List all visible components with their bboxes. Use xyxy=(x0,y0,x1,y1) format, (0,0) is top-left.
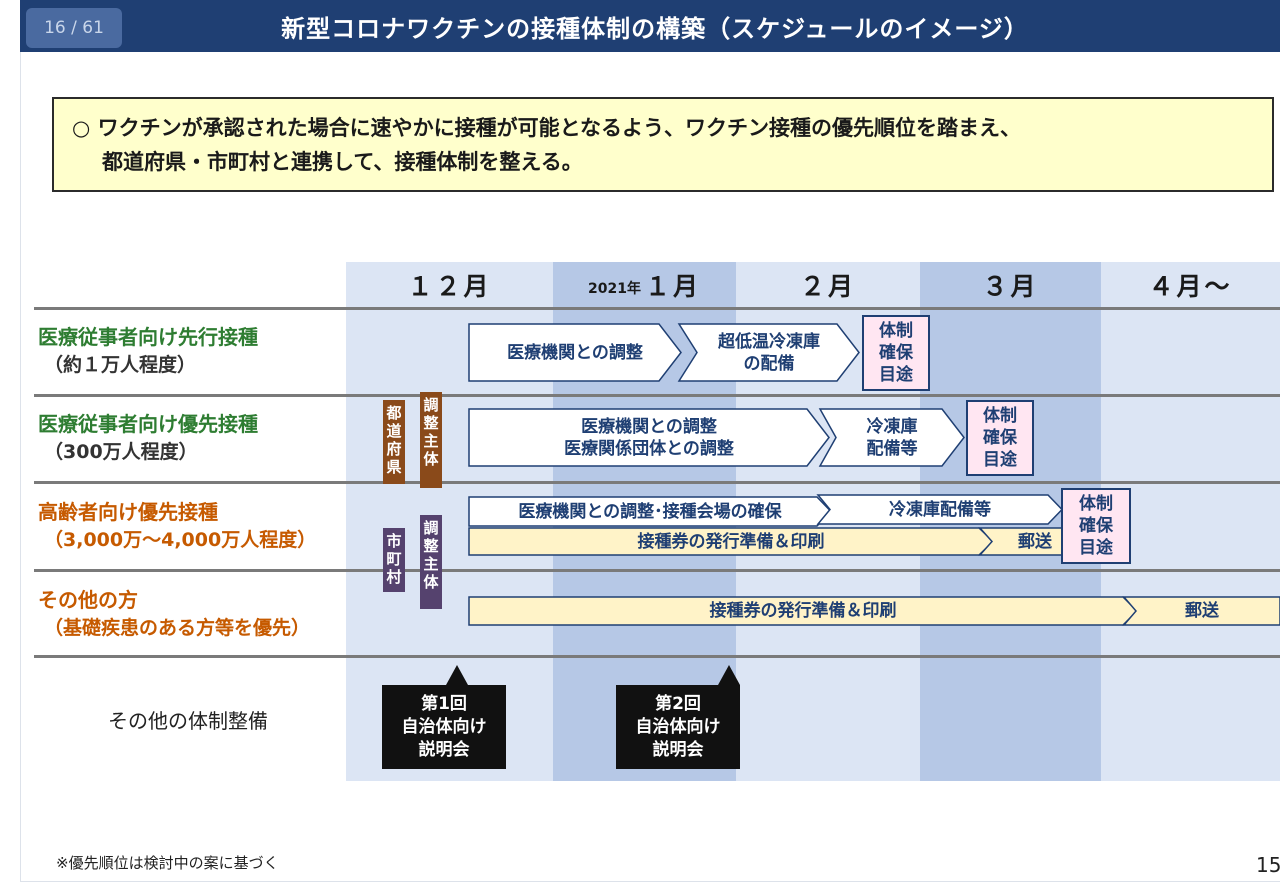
notice-briefing-1: 第1回自治体向け説明会 xyxy=(382,685,506,769)
tag-prefecture-role: 調整主体 xyxy=(420,392,442,488)
page-indicator[interactable]: 16 / 61 xyxy=(26,8,122,48)
slide-frame xyxy=(20,52,1280,882)
task-r2-coordination: 医療機関との調整医療関係団体との調整 xyxy=(468,408,830,467)
target-r1: 体制確保目途 xyxy=(862,315,930,391)
page-number: 15 xyxy=(1256,853,1280,877)
task-r1-freezer: 超低温冷凍庫の配備 xyxy=(677,323,860,382)
summary-note-line-1: ○ ワクチンが承認された場合に速やかに接種が可能となるよう、ワクチン接種の優先順… xyxy=(72,116,1022,140)
month-header-apr: ４月～ xyxy=(1101,262,1280,308)
row-label-elderly: 高齢者向け優先接種 （3,000万～4,000万人程度） xyxy=(38,498,348,554)
row-label-healthcare-priority: 医療従事者向け優先接種 （300万人程度） xyxy=(38,410,348,466)
row-label-sub: （300万人程度） xyxy=(44,441,198,463)
notice-briefing-2: 第2回自治体向け説明会 xyxy=(616,685,740,769)
month-label: １２月 xyxy=(407,272,492,301)
summary-note-line-2: 都道府県・市町村と連携して、接種体制を整える。 xyxy=(102,150,583,174)
task-r3-ticket-printing: 接種券の発行準備＆印刷 xyxy=(468,527,995,556)
summary-note: ○ ワクチンが承認された場合に速やかに接種が可能となるよう、ワクチン接種の優先順… xyxy=(52,97,1274,192)
row-label-other-infrastructure: その他の体制整備 xyxy=(108,709,268,733)
month-year: 2021年 xyxy=(588,281,641,297)
tag-prefecture: 都道府県 xyxy=(383,400,405,484)
task-r3-freezer: 冷凍庫配備等 xyxy=(816,494,1064,525)
task-r2-freezer: 冷凍庫配備等 xyxy=(818,408,965,467)
row-label-sub: （基礎疾患のある方等を優先） xyxy=(44,617,311,639)
month-header-jan: 2021年 １月 xyxy=(553,262,736,308)
row-label-main: 医療従事者向け優先接種 xyxy=(38,412,258,436)
tag-municipality-role: 調整主体 xyxy=(420,515,442,609)
month-header-feb: ２月 xyxy=(736,262,920,308)
footnote: ※優先順位は検討中の案に基づく xyxy=(56,854,279,872)
task-r1-coordination: 医療機関との調整 xyxy=(468,323,682,382)
month-label: ４月～ xyxy=(1148,272,1233,301)
target-r3: 体制確保目途 xyxy=(1061,488,1131,564)
row-divider xyxy=(34,481,1280,484)
row-divider xyxy=(34,394,1280,397)
row-divider xyxy=(34,307,1280,310)
row-label-main: その他の方 xyxy=(38,588,138,612)
row-divider xyxy=(34,569,1280,572)
slide-title: 新型コロナワクチンの接種体制の構築（スケジュールのイメージ） xyxy=(281,14,1029,43)
row-label-main: 医療従事者向け先行接種 xyxy=(38,325,258,349)
month-label: １月 xyxy=(644,272,701,301)
notice-pointer xyxy=(446,665,468,685)
month-label: ３月 xyxy=(982,272,1039,301)
target-r2: 体制確保目途 xyxy=(966,400,1034,476)
row-label-sub: （約１万人程度） xyxy=(44,354,197,376)
row-label-healthcare-advance: 医療従事者向け先行接種 （約１万人程度） xyxy=(38,323,348,379)
row-divider xyxy=(34,655,1280,658)
month-header-dec: １２月 xyxy=(346,262,553,308)
task-r4-ticket-printing: 接種券の発行準備＆印刷 xyxy=(468,596,1139,626)
row-label-main: 高齢者向け優先接種 xyxy=(38,500,218,524)
row-label-others: その他の方 （基礎疾患のある方等を優先） xyxy=(38,586,348,642)
month-label: ２月 xyxy=(799,272,856,301)
month-header-mar: ３月 xyxy=(920,262,1101,308)
tag-municipality: 市町村 xyxy=(383,528,405,592)
task-r3-coordination-venue: 医療機関との調整･接種会場の確保 xyxy=(468,496,833,527)
notice-pointer xyxy=(718,665,740,685)
row-label-sub: （3,000万～4,000万人程度） xyxy=(44,529,317,551)
task-r3-mailing: 郵送 xyxy=(978,527,1073,556)
task-r4-mailing: 郵送 xyxy=(1122,596,1280,626)
header-bar xyxy=(20,0,1280,52)
